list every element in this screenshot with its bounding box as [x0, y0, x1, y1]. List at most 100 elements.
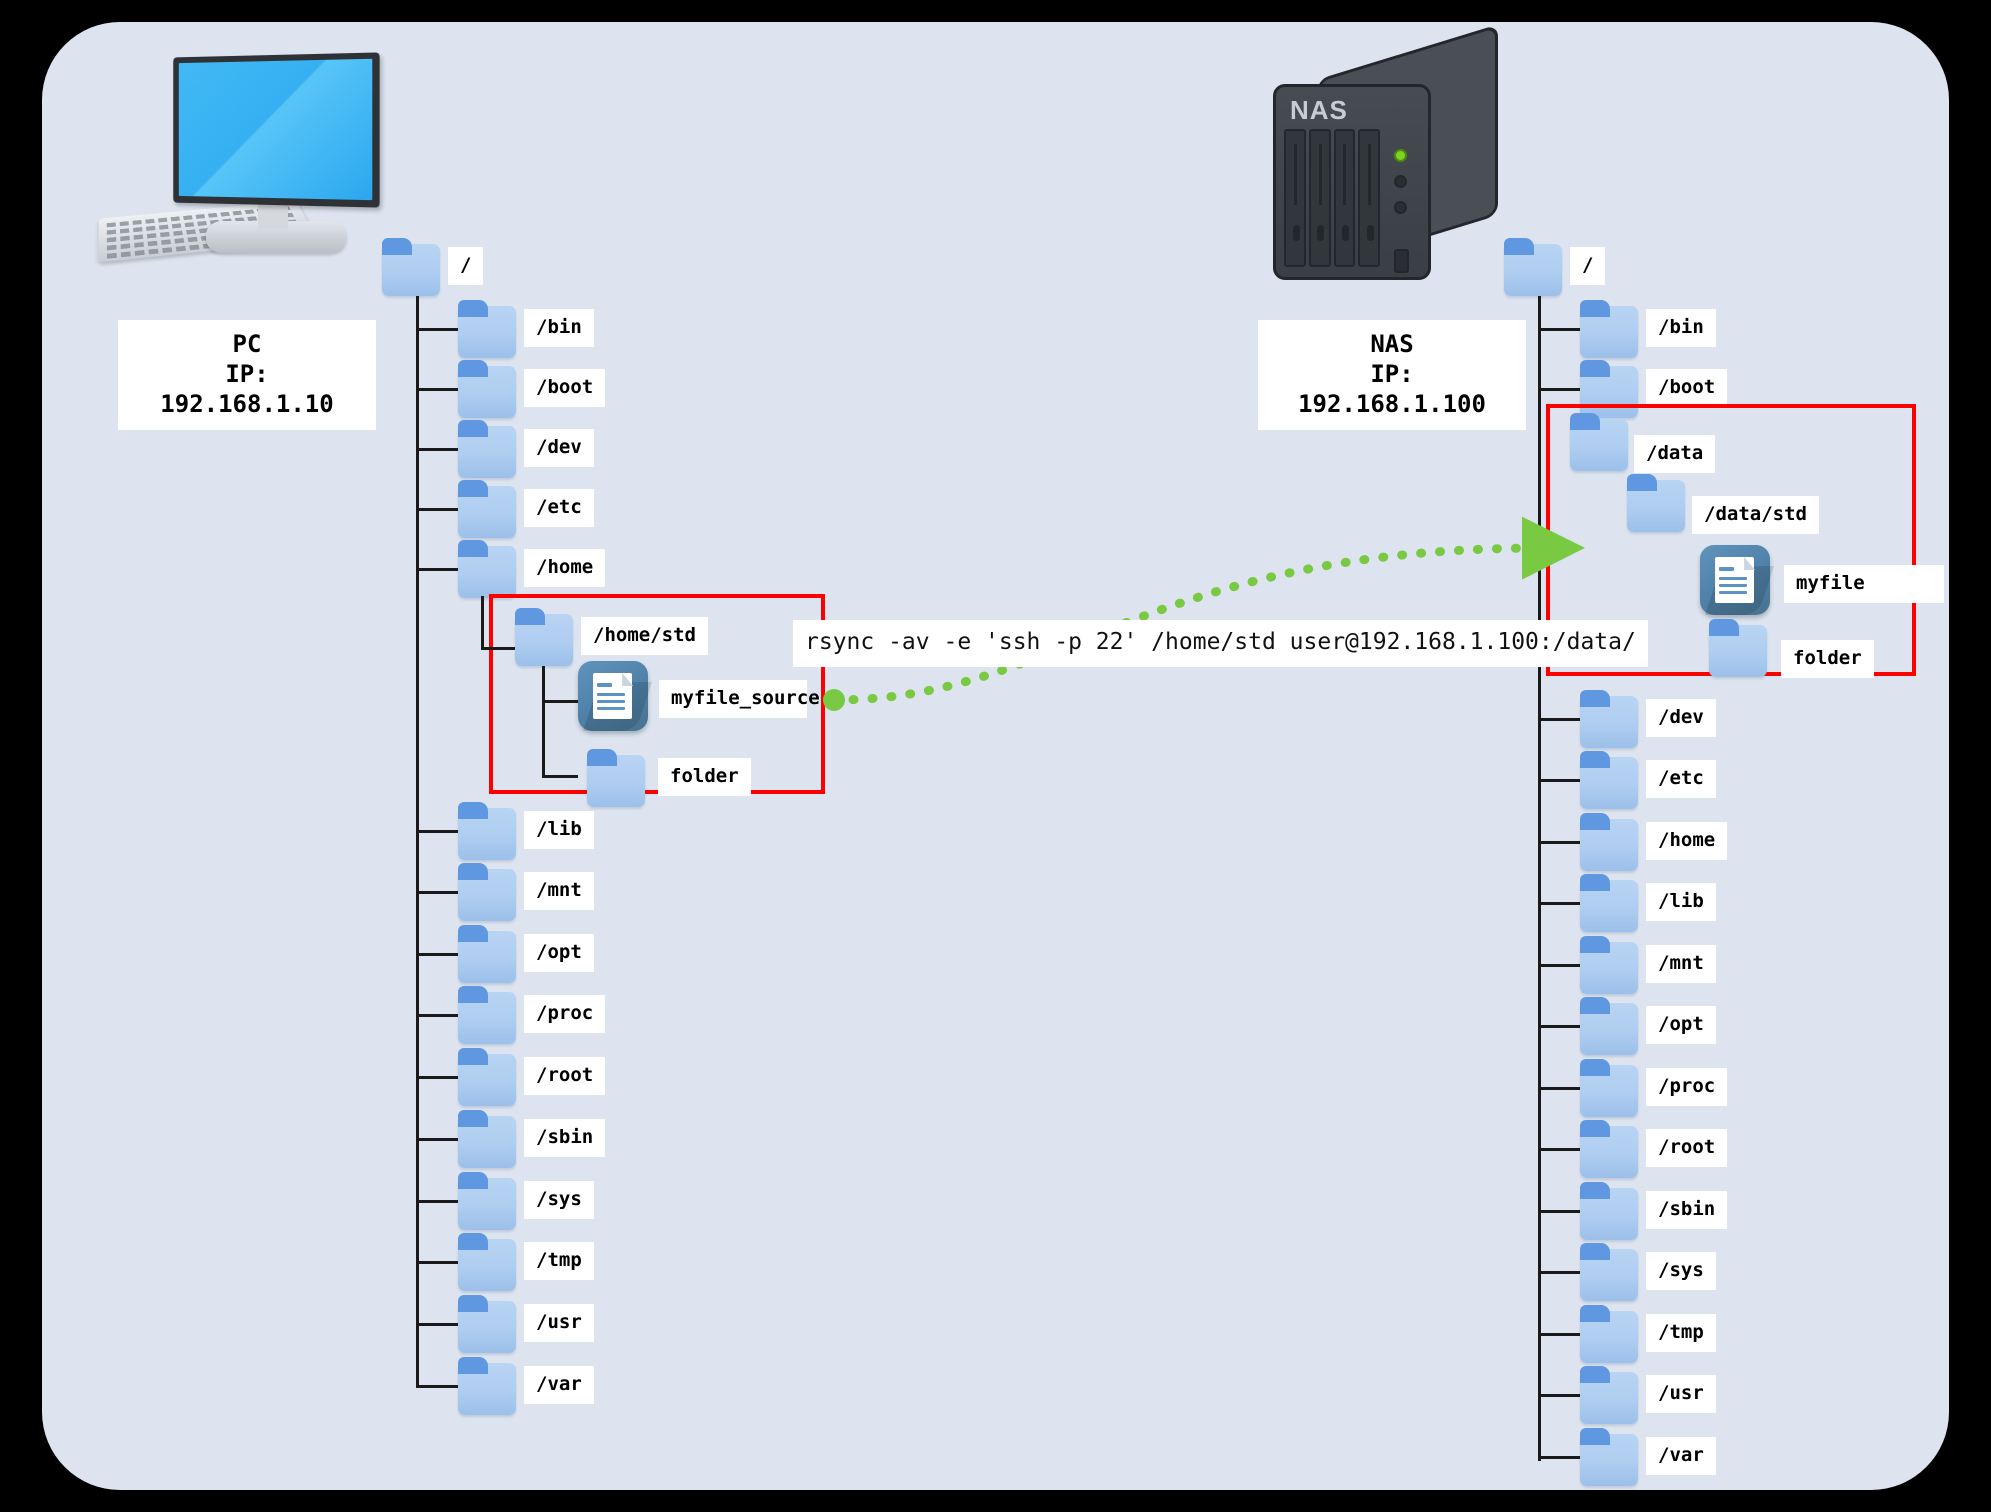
folder-icon[interactable] [458, 1357, 516, 1415]
nas-tree-item-etc[interactable]: /etc [1646, 760, 1716, 798]
pc-tree-item-sbin[interactable]: /sbin [524, 1119, 606, 1157]
pc-tree-connector [416, 891, 458, 894]
nas-tree-item-dev[interactable]: /dev [1646, 699, 1716, 737]
nas-tree-item-lib[interactable]: /lib [1646, 883, 1716, 921]
nas-tree-item-proc[interactable]: /proc [1646, 1068, 1728, 1106]
nas-tree-item-home[interactable]: /home [1646, 822, 1728, 860]
pc-tree-item-usr[interactable]: /usr [524, 1304, 594, 1342]
nas-drive-bay [1333, 129, 1356, 267]
nas-power-led [1394, 149, 1407, 162]
nas-myfile-file-icon[interactable] [1700, 545, 1774, 615]
pc-tree-item-lib[interactable]: /lib [524, 811, 594, 849]
pc-tree-connector [416, 328, 458, 331]
nas-data-std-folder-icon[interactable] [1627, 474, 1685, 532]
nas-data-folder-icon[interactable] [1570, 413, 1628, 471]
folder-icon[interactable] [458, 1110, 516, 1168]
pc-tree-item-bin[interactable]: /bin [524, 309, 594, 347]
folder-icon[interactable] [1580, 1059, 1638, 1117]
pc-root-label[interactable]: / [448, 247, 484, 285]
folder-icon[interactable] [1580, 997, 1638, 1055]
pc-tree-item-opt[interactable]: /opt [524, 934, 594, 972]
nas-tree-connector [1538, 1456, 1580, 1459]
nas-root-label[interactable]: / [1570, 247, 1606, 285]
folder-icon[interactable] [1580, 1305, 1638, 1363]
pc-home-std-child-trunk [542, 666, 545, 778]
folder-icon[interactable] [1580, 690, 1638, 748]
nas-tree-connector [1538, 964, 1580, 967]
nas-tree-item-root[interactable]: /root [1646, 1129, 1728, 1167]
pc-myfile-source-label[interactable]: myfile_source [659, 680, 820, 718]
pc-tree-item-mnt[interactable]: /mnt [524, 872, 594, 910]
nas-nested-folder-label[interactable]: folder [1781, 640, 1874, 678]
pc-home-std-label[interactable]: /home/std [581, 617, 708, 655]
nas-drive-bay [1284, 129, 1306, 267]
folder-icon[interactable] [1580, 936, 1638, 994]
pc-tree-item-root[interactable]: /root [524, 1057, 606, 1095]
folder-icon[interactable] [1580, 874, 1638, 932]
nas-host-ip: IP: 192.168.1.100 [1298, 360, 1486, 418]
folder-icon[interactable] [458, 540, 516, 598]
pc-tree-item-sys[interactable]: /sys [524, 1181, 594, 1219]
folder-icon[interactable] [1580, 1366, 1638, 1424]
nas-status-led [1394, 175, 1407, 188]
nas-root-folder-icon[interactable] [1504, 238, 1562, 296]
pc-host-name: PC [232, 330, 262, 358]
nas-tree-item-mnt[interactable]: /mnt [1646, 945, 1716, 983]
pc-home-std-stub-v [481, 596, 484, 650]
nas-tree-connector [1538, 1271, 1580, 1274]
nas-nested-folder-icon[interactable] [1709, 619, 1767, 677]
nas-myfile-label[interactable]: myfile [1784, 565, 1944, 603]
pc-tree-item-dev[interactable]: /dev [524, 429, 594, 467]
folder-icon[interactable] [458, 986, 516, 1044]
folder-icon[interactable] [458, 802, 516, 860]
nas-tree-connector [1538, 841, 1580, 844]
folder-icon[interactable] [458, 925, 516, 983]
nas-tree-item-boot[interactable]: /boot [1646, 369, 1728, 407]
nas-tree-item-var[interactable]: /var [1646, 1437, 1716, 1475]
pc-tree-item-etc[interactable]: /etc [524, 489, 594, 527]
nas-data-std-label[interactable]: /data/std [1692, 496, 1819, 534]
folder-icon[interactable] [1580, 1120, 1638, 1178]
pc-subfolder-icon[interactable] [587, 749, 645, 807]
nas-status-leds [1394, 149, 1407, 227]
pc-subfolder-label[interactable]: folder [658, 758, 751, 796]
pc-root-folder-icon[interactable] [382, 238, 440, 296]
folder-icon[interactable] [1580, 360, 1638, 418]
pc-host-ip: IP: 192.168.1.10 [160, 360, 334, 418]
folder-icon[interactable] [1580, 1182, 1638, 1240]
nas-tree-item-sbin[interactable]: /sbin [1646, 1191, 1728, 1229]
folder-icon[interactable] [458, 420, 516, 478]
pc-myfile-source-file-icon[interactable] [578, 661, 652, 731]
folder-icon[interactable] [458, 480, 516, 538]
pc-tree-item-var[interactable]: /var [524, 1366, 594, 1404]
pc-tree-item-proc[interactable]: /proc [524, 995, 606, 1033]
pc-tree-item-home[interactable]: /home [524, 549, 606, 587]
folder-icon[interactable] [458, 1295, 516, 1353]
folder-icon[interactable] [458, 300, 516, 358]
nas-tree-item-usr[interactable]: /usr [1646, 1375, 1716, 1413]
rsync-command-label[interactable]: rsync -av -e 'ssh -p 22' /home/std user@… [793, 620, 1648, 667]
folder-icon[interactable] [1580, 1243, 1638, 1301]
folder-icon[interactable] [458, 863, 516, 921]
folder-icon[interactable] [458, 1233, 516, 1291]
folder-icon[interactable] [1580, 300, 1638, 358]
pc-tree-item-tmp[interactable]: /tmp [524, 1242, 594, 1280]
pc-tree-item-boot[interactable]: /boot [524, 369, 606, 407]
folder-icon[interactable] [1580, 813, 1638, 871]
nas-tree-item-bin[interactable]: /bin [1646, 309, 1716, 347]
nas-data-label[interactable]: /data [1634, 435, 1716, 473]
folder-icon[interactable] [458, 1172, 516, 1230]
folder-icon[interactable] [1580, 751, 1638, 809]
pc-home-std-folder-icon[interactable] [515, 608, 573, 666]
nas-tree-item-tmp[interactable]: /tmp [1646, 1314, 1716, 1352]
pc-tree-connector [416, 508, 458, 511]
nas-host-name: NAS [1370, 330, 1414, 358]
nas-drive-bay [1308, 129, 1331, 267]
folder-icon[interactable] [458, 360, 516, 418]
pc-tree-trunk [416, 296, 419, 1386]
nas-tree-item-sys[interactable]: /sys [1646, 1252, 1716, 1290]
nas-tree-item-opt[interactable]: /opt [1646, 1006, 1716, 1044]
folder-icon[interactable] [1580, 1428, 1638, 1486]
folder-icon[interactable] [458, 1048, 516, 1106]
